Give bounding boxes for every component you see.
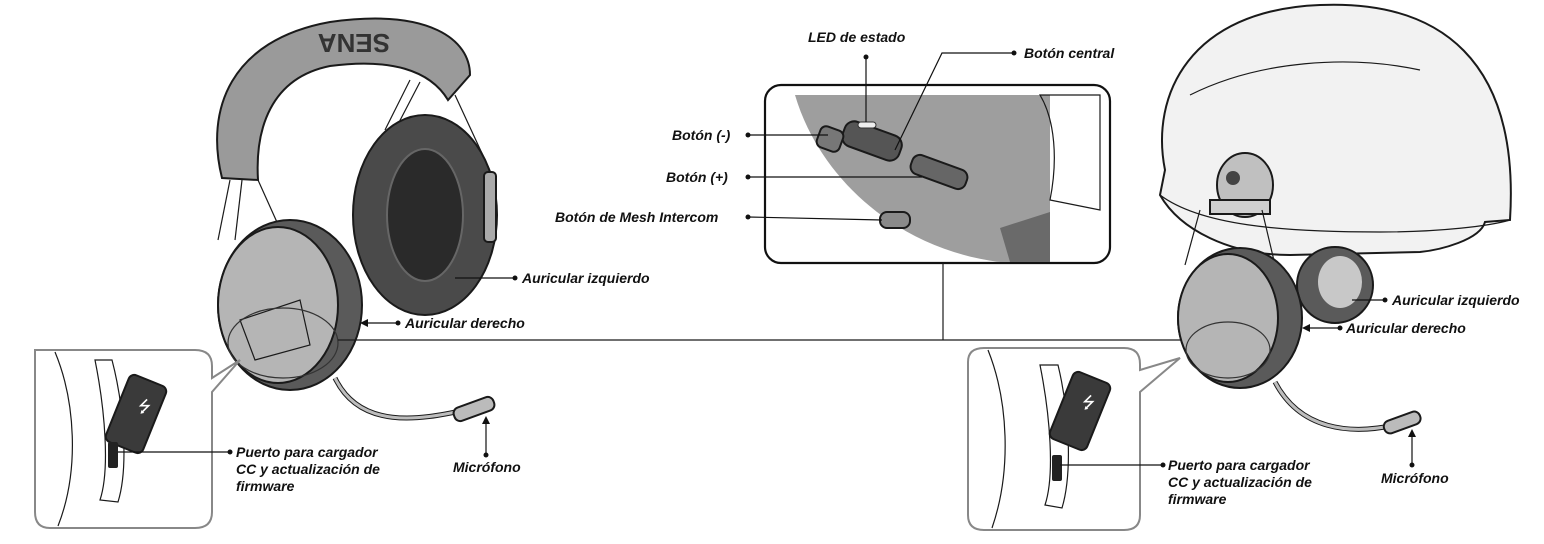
adapter-bracket: [1209, 199, 1271, 215]
helmet-mic-boom-fill: [1273, 381, 1396, 431]
helmet-brim: [1159, 194, 1511, 233]
wire: [384, 79, 411, 131]
helmet-assembly: [1158, 3, 1512, 435]
label-microfono-1: Micrófono: [453, 459, 521, 475]
highlight-ellipse: [227, 307, 339, 379]
helmet-mic-head: [1382, 410, 1422, 435]
plus-button: [909, 153, 969, 191]
headband-brand: SENA: [318, 28, 390, 58]
wire: [234, 179, 243, 241]
helmet-left-ear-inner: [1318, 256, 1362, 308]
inset-edge: [54, 351, 73, 527]
usb-cover-right: [1048, 370, 1112, 452]
usb-icon: ⭍: [138, 397, 151, 416]
label-boton-mas: Botón (+): [666, 169, 728, 185]
label-auricular-izquierdo-1: Auricular izquierdo: [521, 270, 650, 286]
usb-port: [108, 442, 118, 468]
mic-head: [452, 395, 496, 423]
label-puerto-2-line3: firmware: [1168, 491, 1227, 507]
label-boton-mesh: Botón de Mesh Intercom: [555, 209, 718, 225]
label-auricular-derecho-1: Auricular derecho: [404, 315, 525, 331]
center-button: [841, 120, 903, 162]
left-ear-opening: [386, 148, 464, 282]
inset-right: ⭍: [967, 347, 1181, 531]
inset-left: ⭍: [34, 349, 241, 529]
label-auricular-izquierdo-2: Auricular izquierdo: [1391, 292, 1520, 308]
headband: [216, 17, 472, 182]
inset-edge-right: [987, 349, 1006, 529]
label-led-estado: LED de estado: [808, 29, 906, 45]
mic-boom: [332, 376, 466, 421]
mesh-button: [879, 211, 911, 229]
wire: [217, 179, 231, 241]
helmet-wire: [1261, 209, 1276, 266]
helmet-wire: [1184, 209, 1201, 266]
right-ear-cup: [217, 226, 339, 384]
headset-left: SENA: [216, 17, 498, 423]
label-auricular-derecho-2: Auricular derecho: [1345, 320, 1466, 336]
mic-boom-fill: [333, 377, 466, 420]
helmet-ridge: [1189, 61, 1421, 96]
status-led: [857, 121, 877, 129]
usb-port-right: [1052, 455, 1062, 481]
inset-port-housing: [94, 359, 125, 503]
label-puerto-2-line1: Puerto para cargador: [1168, 457, 1311, 473]
label-puerto-1-line3: firmware: [236, 478, 295, 494]
left-slider: [483, 171, 497, 243]
label-puerto-1-line2: CC y actualización de: [236, 461, 380, 477]
label-boton-menos: Botón (-): [672, 127, 731, 143]
label-boton-central: Botón central: [1024, 45, 1115, 61]
control-panel: [239, 299, 311, 361]
label-puerto-2-line2: CC y actualización de: [1168, 474, 1312, 490]
inset-center: [763, 83, 1112, 265]
adapter-bolt: [1226, 171, 1240, 185]
center-cushion: [1038, 94, 1101, 211]
helmet-right-cup: [1177, 253, 1279, 383]
usb-cover: [104, 373, 168, 455]
label-puerto-1-line1: Puerto para cargador: [236, 444, 379, 460]
usb-icon-right: ⭍: [1082, 393, 1095, 412]
helmet-highlight-ellipse: [1185, 321, 1271, 379]
label-microfono-2: Micrófono: [1381, 470, 1449, 486]
center-mount: [1000, 212, 1050, 262]
